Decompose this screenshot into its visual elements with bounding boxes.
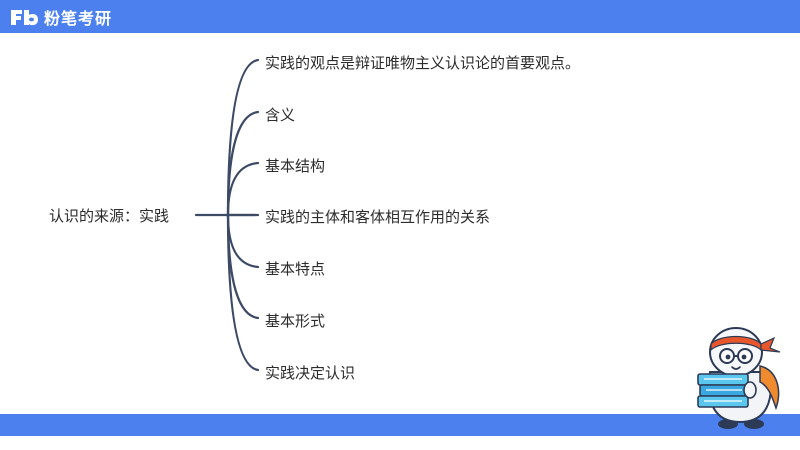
mindmap-branch: 基本形式 [265, 312, 326, 330]
mindmap-branch: 实践的观点是辩证唯物主义认识论的首要观点。 [265, 54, 581, 72]
footer-bar [0, 414, 800, 436]
connector-3 [226, 161, 260, 217]
mindmap-branch: 基本结构 [265, 157, 326, 175]
header-bar: 粉笔考研 [0, 0, 800, 33]
mindmap-branch: 实践决定认识 [265, 364, 356, 382]
mindmap-root: 认识的来源：实践 [49, 207, 170, 225]
footer-strip [0, 436, 800, 450]
brand-name: 粉笔考研 [44, 9, 113, 28]
connector-5 [226, 213, 260, 269]
brand-logo: 粉笔考研 [10, 5, 112, 29]
mindmap-branch: 基本特点 [265, 260, 326, 278]
mascot-with-books-icon [697, 327, 781, 429]
mindmap-branch: 实践的主体和客体相互作用的关系 [265, 208, 491, 226]
connector-1 [226, 58, 260, 217]
mindmap-branch: 含义 [265, 106, 296, 124]
fb-logo-icon [11, 10, 38, 26]
connector-7 [226, 213, 260, 372]
